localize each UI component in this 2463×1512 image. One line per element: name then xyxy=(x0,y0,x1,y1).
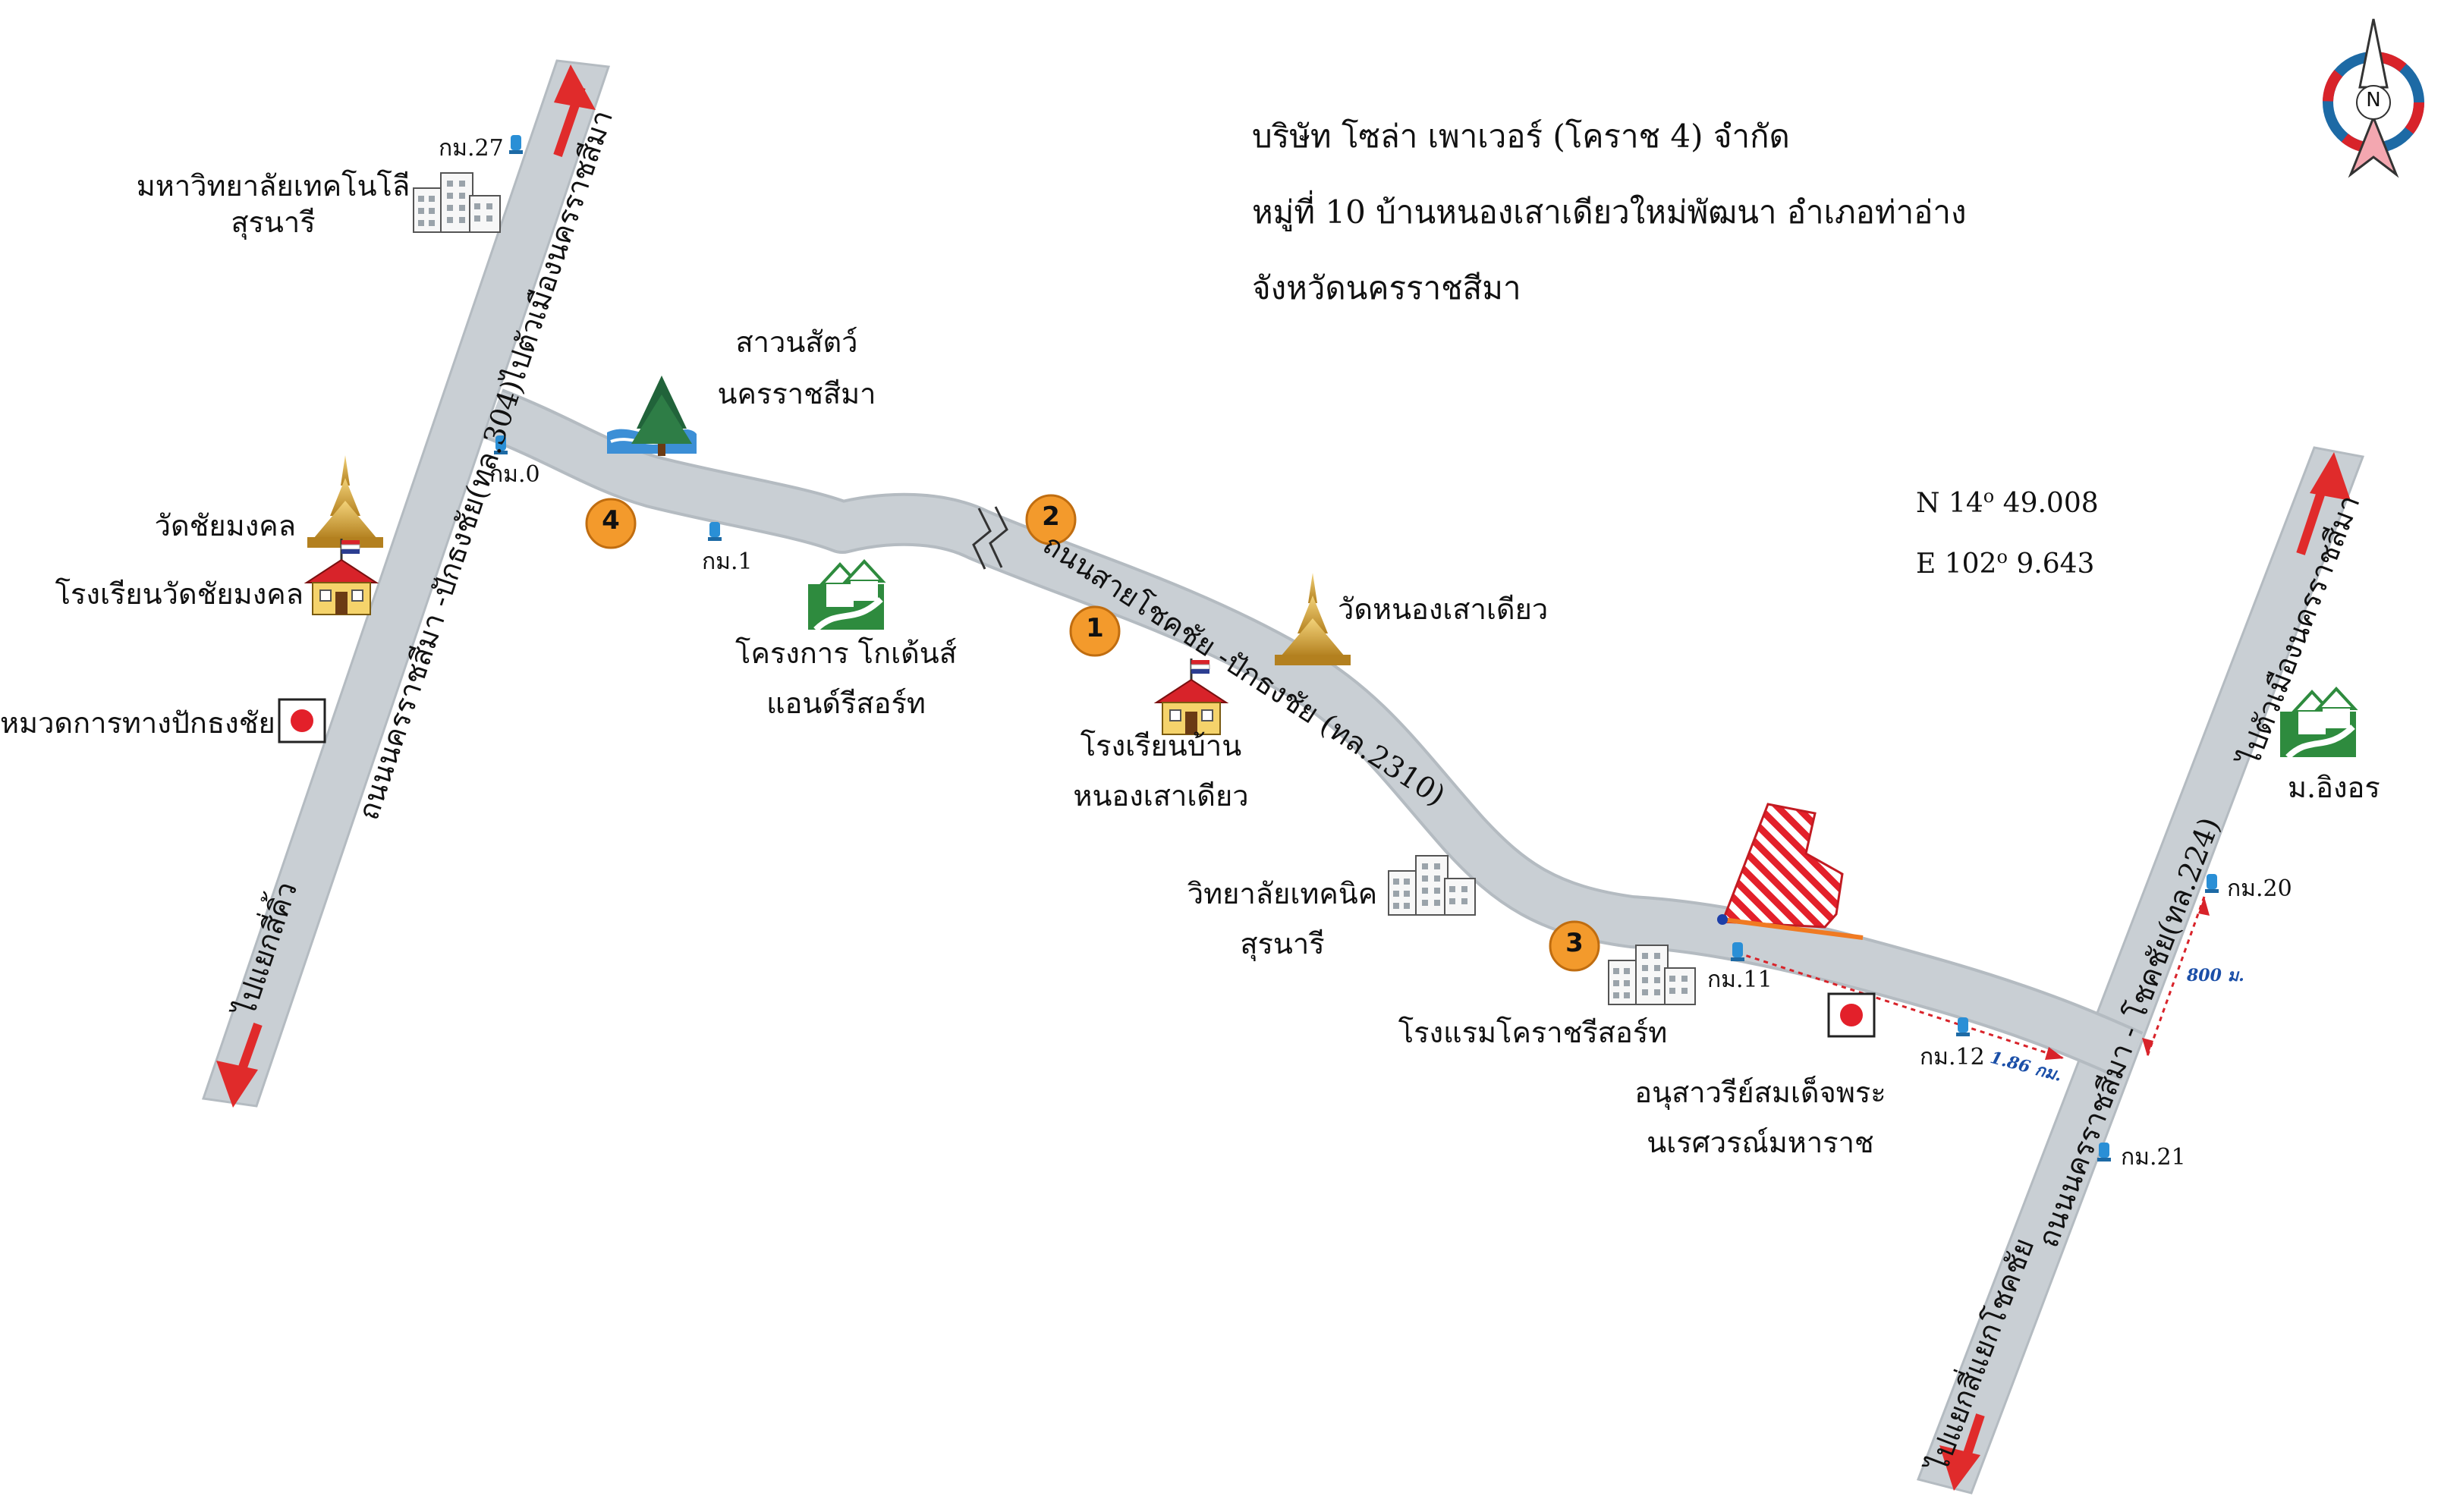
marker-4-label: 4 xyxy=(602,505,620,536)
village-label: ม.อิงอร xyxy=(2288,771,2380,804)
km27-post-icon xyxy=(509,135,523,154)
coord-east-min: 9.643 xyxy=(2016,549,2095,580)
zoo-tree-icon xyxy=(607,376,697,456)
golden-sand-label-line1: โครงการ โกเด้นส์ xyxy=(735,637,957,670)
coord-east: E 102o 9.643 xyxy=(1916,546,2094,580)
chaimongkol-school-icon xyxy=(305,537,378,616)
school-nong-sao-diao-label: โรงเรียนบ้าน หนองเสาเดียว xyxy=(1055,728,1267,814)
distance-800m-label: 800 ม. xyxy=(2187,966,2244,985)
company-address: หมู่ที่ 10 บ้านหนองเสาเดียวใหม่พัฒนา อำเ… xyxy=(1252,193,1967,231)
company-info: บริษัท โซล่า เพาเวอร์ (โคราช 4) จำกัด หม… xyxy=(1252,99,1967,326)
marker-3-label: 3 xyxy=(1565,928,1584,958)
monument-label: อนุสาวรีย์สมเด็จพระ นเรศวรณ์มหาราช xyxy=(1616,1075,1905,1161)
solar-site xyxy=(1717,803,1864,940)
road-west xyxy=(201,59,611,1108)
coord-north-deg: N 14 xyxy=(1916,488,1983,519)
km0-label: กม.0 xyxy=(489,461,540,488)
marker-3 xyxy=(1549,920,1600,972)
coord-north-min: 49.008 xyxy=(2002,488,2099,519)
highway-office-label: หมวดการทางปักธงชัย xyxy=(0,706,275,740)
school-chaimongkol-label: โรงเรียนวัดชัยมงคล xyxy=(55,577,304,611)
arrow-south-east-road xyxy=(1939,1445,1980,1491)
km21-label: กม.21 xyxy=(2121,1144,2186,1171)
tech-college-label: วิทยาลัยเทคนิค สุรนารี xyxy=(1169,876,1396,962)
monument-label-line2: นเรศวรณ์มหาราช xyxy=(1647,1125,1874,1159)
km12-post-icon xyxy=(1956,1017,1970,1036)
tech-college-label-line1: วิทยาลัยเทคนิค xyxy=(1187,877,1378,910)
highway-office-flag-icon xyxy=(278,698,326,743)
golden-sand-label: โครงการ โกเด้นส์ แอนด์รีสอร์ท xyxy=(709,636,983,721)
km12-label: กม.12 xyxy=(1920,1044,1985,1070)
coord-north-sup: o xyxy=(1983,486,1995,507)
university-label-line2: สุรนารี xyxy=(231,205,316,239)
hotel-label: โรงแรมโคราชรีสอร์ท xyxy=(1398,1016,1668,1049)
marker-4 xyxy=(585,498,637,549)
arrow-south-west-road xyxy=(216,1061,258,1108)
distance-1-86km xyxy=(1737,951,2065,1060)
university-building-icon xyxy=(413,172,501,233)
golden-sand-label-line2: แอนด์รีสอร์ท xyxy=(766,686,926,720)
km11-label: กม.11 xyxy=(1707,967,1773,993)
marker-1 xyxy=(1069,605,1121,657)
marker-2 xyxy=(1025,494,1077,545)
distance-800m xyxy=(2142,896,2210,1057)
km11-post-icon xyxy=(1731,942,1744,961)
compass-rose xyxy=(2323,18,2424,178)
company-province: จังหวัดนครราชสีมา xyxy=(1252,269,1521,306)
wat-nong-sao-diao-label: วัดหนองเสาเดียว xyxy=(1338,593,1549,626)
marker-2-label: 2 xyxy=(1042,501,1060,532)
km27-label: กม.27 xyxy=(439,135,504,162)
zoo-label-line2: นครราชสีมา xyxy=(717,376,876,410)
school-nong-sao-diao-label-line2: หนองเสาเดียว xyxy=(1073,778,1249,813)
golden-sand-resort-icon xyxy=(808,561,884,630)
road-east xyxy=(1916,446,2365,1495)
school-nong-sao-diao-label-line1: โรงเรียนบ้าน xyxy=(1080,729,1242,762)
coord-east-deg: E 102 xyxy=(1916,549,1997,580)
tech-college-label-line2: สุรนารี xyxy=(1240,926,1325,960)
compass-letter: N xyxy=(2366,89,2381,112)
monument-label-line1: อนุสาวรีย์สมเด็จพระ xyxy=(1634,1076,1886,1109)
coord-east-sup: o xyxy=(1996,546,2008,567)
marker-1-label: 1 xyxy=(1086,613,1104,643)
zoo-label: สาวนสัตว์ นครราชสีมา xyxy=(683,325,911,412)
km1-post-icon xyxy=(708,522,722,541)
monument-flag-icon xyxy=(1827,992,1876,1038)
zoo-label-line1: สาวนสัตว์ xyxy=(735,325,858,359)
university-label: มหาวิทยาลัยเทคโนโลี สุรนารี xyxy=(121,168,425,240)
arrow-north-west-road xyxy=(554,64,596,110)
university-label-line1: มหาวิทยาลัยเทคโนโลี xyxy=(136,169,410,203)
km20-label: กม.20 xyxy=(2227,875,2292,902)
hotel-building-icon xyxy=(1608,945,1696,1005)
wat-chaimongkol-temple-icon xyxy=(307,455,383,548)
company-name: บริษัท โซล่า เพาเวอร์ (โคราช 4) จำกัด xyxy=(1252,118,1790,155)
km1-label: กม.1 xyxy=(702,549,753,575)
road-break-symbol xyxy=(972,506,1008,570)
arrow-north-east-road xyxy=(2310,452,2351,501)
coord-north: N 14o 49.008 xyxy=(1916,486,2099,519)
wat-chaimongkol-label: วัดชัยมงคล xyxy=(154,509,296,542)
